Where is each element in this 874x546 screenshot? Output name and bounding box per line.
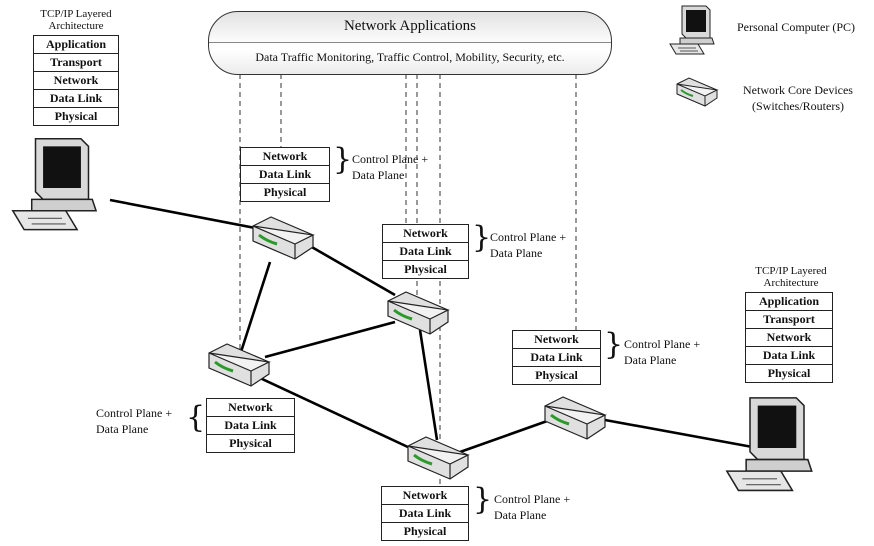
- banner-subtitle: Data Traffic Monitoring, Traffic Control…: [255, 50, 565, 64]
- dashed-control-lines: [239, 74, 577, 486]
- brace-bottom: }: [473, 482, 493, 517]
- link-top-right: [309, 244, 396, 297]
- banner-title: Network Applications: [343, 18, 477, 34]
- pc-left-icon: [11, 138, 98, 231]
- layer-network: Network: [382, 224, 469, 243]
- brace-right: }: [604, 327, 624, 362]
- layer-transport: Transport: [745, 310, 833, 329]
- layer-physical: Physical: [512, 366, 601, 385]
- plane-label-line-1: Control Plane +: [352, 152, 429, 166]
- left-host-caption-line-2: Architecture: [48, 20, 104, 32]
- right-host-caption: TCP/IP Layered Architecture: [745, 265, 837, 289]
- plane-label-line-2: Data Plane: [490, 246, 543, 260]
- layer-data-link: Data Link: [382, 242, 469, 261]
- banner-divider: [209, 42, 611, 43]
- plane-label-top: Control Plane + Data Plane: [352, 151, 428, 183]
- layer-network: Network: [381, 486, 469, 505]
- link-right-bottom: [418, 329, 439, 441]
- plane-label-line-2: Data Plane: [494, 508, 547, 522]
- left-host-caption: TCP/IP Layered Architecture: [30, 8, 122, 32]
- layer-data-link: Data Link: [206, 416, 295, 435]
- layer-application: Application: [33, 35, 119, 54]
- layer-network: Network: [745, 328, 833, 347]
- left-host-caption-line-1: TCP/IP Layered: [40, 8, 112, 20]
- plane-label-line-1: Control Plane +: [624, 337, 701, 351]
- legend-core-label: Network Core Devices (Switches/Routers): [734, 82, 862, 114]
- plane-label-line-2: Data Plane: [352, 168, 405, 182]
- layer-data-link: Data Link: [512, 348, 601, 367]
- switch-rightmost-icon: [544, 396, 607, 440]
- pc-icon: [669, 5, 715, 55]
- core-stack-right: Network Data Link Physical: [512, 330, 601, 385]
- switch-top-icon: [252, 216, 315, 260]
- core-stack-middle: Network Data Link Physical: [382, 224, 469, 279]
- switch-icon: [676, 77, 719, 107]
- plane-label-left: Control Plane + Data Plane: [96, 405, 172, 437]
- layer-network: Network: [512, 330, 601, 349]
- link-rightswitch-pc-right: [604, 418, 759, 450]
- plane-label-line-2: Data Plane: [624, 353, 677, 367]
- brace-left: {: [186, 400, 206, 435]
- core-stack-bottom: Network Data Link Physical: [381, 486, 469, 541]
- plane-label-line-1: Control Plane +: [96, 406, 173, 420]
- core-stack-left: Network Data Link Physical: [206, 398, 295, 453]
- layer-physical: Physical: [382, 260, 469, 279]
- plane-label-middle: Control Plane + Data Plane: [490, 229, 566, 261]
- layer-data-link: Data Link: [240, 165, 330, 184]
- layer-data-link: Data Link: [381, 504, 469, 523]
- legend-core-label-line-1: Network Core Devices: [743, 83, 853, 97]
- switch-bottom-icon: [407, 436, 470, 480]
- pc-right-icon: [725, 397, 813, 492]
- layer-physical: Physical: [745, 364, 833, 383]
- legend-pc-label: Personal Computer (PC): [737, 20, 855, 34]
- plane-label-right: Control Plane + Data Plane: [624, 336, 700, 368]
- right-host-caption-line-1: TCP/IP Layered: [755, 265, 827, 277]
- network-applications-banner: Network Applications Data Traffic Monito…: [208, 11, 612, 75]
- layer-physical: Physical: [381, 522, 469, 541]
- brace-middle: }: [472, 220, 492, 255]
- layer-physical: Physical: [240, 183, 330, 202]
- link-left-bottom: [259, 376, 411, 450]
- link-bottom-rightswitch: [459, 418, 551, 454]
- layer-network: Network: [33, 71, 119, 90]
- layer-application: Application: [745, 292, 833, 311]
- layer-data-link: Data Link: [33, 89, 119, 108]
- plane-label-line-1: Control Plane +: [490, 230, 567, 244]
- link-top-left: [238, 261, 272, 356]
- link-left-right: [264, 320, 396, 359]
- brace-top: }: [333, 142, 353, 177]
- layer-network: Network: [240, 147, 330, 166]
- layer-data-link: Data Link: [745, 346, 833, 365]
- link-pc-left-switch-top: [109, 198, 256, 230]
- layer-physical: Physical: [33, 107, 119, 126]
- switch-right-icon: [387, 291, 450, 335]
- layer-network: Network: [206, 398, 295, 417]
- plane-label-line-1: Control Plane +: [494, 492, 571, 506]
- left-host-layer-stack: Application Transport Network Data Link …: [33, 35, 119, 126]
- layer-physical: Physical: [206, 434, 295, 453]
- core-stack-top: Network Data Link Physical: [240, 147, 330, 202]
- layer-transport: Transport: [33, 53, 119, 72]
- right-host-layer-stack: Application Transport Network Data Link …: [745, 292, 833, 383]
- right-host-caption-line-2: Architecture: [763, 277, 819, 289]
- switch-left-icon: [208, 343, 271, 387]
- legend-core-label-line-2: (Switches/Routers): [752, 99, 844, 113]
- plane-label-bottom: Control Plane + Data Plane: [494, 491, 570, 523]
- plane-label-line-2: Data Plane: [96, 422, 149, 436]
- physical-links: [109, 198, 759, 454]
